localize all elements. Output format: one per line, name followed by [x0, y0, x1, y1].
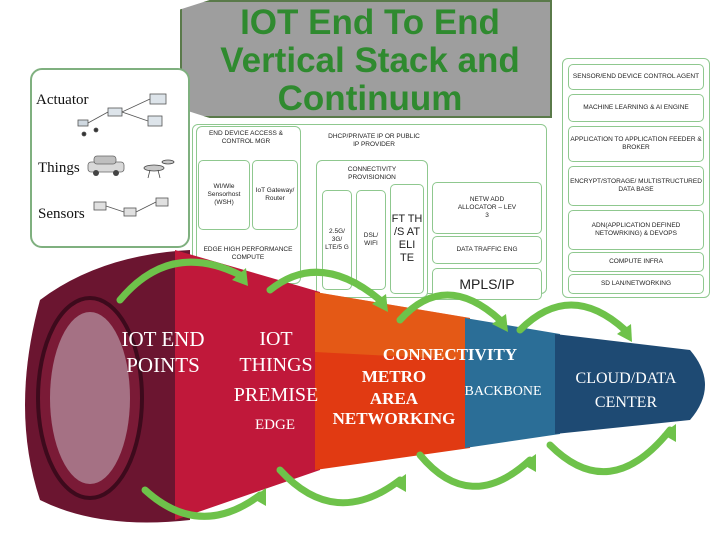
connectivity-highlight [315, 292, 470, 360]
right-item-6-label: COMPUTE INFRA [609, 258, 663, 265]
wi-wle-box: WI/Wle Sensorhost (WSH) [198, 160, 250, 230]
funnel-opening-inner [50, 312, 130, 484]
dhcp-label: DHCP/PRIVATE IP OR PUBLIC IP PROVIDER [328, 133, 420, 148]
right-item-3-label: APPLICATION TO APPLICATION FEEDER & BROK… [570, 136, 702, 151]
actuator-label: Actuator [36, 92, 89, 108]
metro-label-1: METRO [361, 367, 427, 386]
right-item-7-label: SD LAN/NETWORKING [600, 280, 672, 287]
arrow-top-3 [396, 291, 504, 324]
right-item-5-label: ADN(APPLICATION DEFINED NETOWRKING) & DE… [591, 222, 681, 237]
sensor-node-icon [93, 197, 169, 217]
arrow-top-2 [266, 268, 384, 304]
right-item-4-label: ENCRYPT/STORAGE/ MULTISTRUCTURED DATA BA… [570, 178, 702, 193]
flow-arrows [116, 258, 674, 520]
metro-label-2: AREA [369, 389, 419, 408]
ftth-box: FT TH /S AT ELI TE [390, 184, 424, 294]
mpls-label: MPLS/IP [459, 276, 515, 292]
car-icon [87, 155, 125, 176]
cloud-segment [555, 334, 705, 434]
ftth-label: FT TH /S AT ELI TE [391, 213, 423, 264]
end-device-access-label: END DEVICE ACCESS & CONTROL MGR [208, 130, 284, 145]
backbone-label: BACKBONE [464, 384, 542, 399]
right-item-1-label: SENSOR/END DEVICE CONTROL AGENT [572, 73, 700, 80]
arrow-top-1 [116, 258, 244, 304]
iot-gateway-box: IoT Gateway/ Router [252, 160, 298, 230]
arrow-bottom-3 [416, 451, 534, 490]
traffic-eng-box: DATA TRAFFIC ENG [432, 236, 542, 264]
iot-gateway-label: IoT Gateway/ Router [255, 187, 295, 202]
drone-icon [143, 159, 175, 179]
right-item-4: ENCRYPT/STORAGE/ MULTISTRUCTURED DATA BA… [568, 166, 704, 206]
premise-segment [175, 250, 320, 520]
right-item-6: COMPUTE INFRA [568, 252, 704, 272]
right-item-5: ADN(APPLICATION DEFINED NETOWRKING) & DE… [568, 210, 704, 250]
premise-label-4: EDGE [255, 417, 295, 433]
connectivity-label: CONNECTIVITY [382, 345, 518, 364]
arrow-bottom-2 [276, 466, 404, 507]
metro-label-3: NETWORKING [332, 409, 456, 428]
arrow-top-4 [516, 301, 629, 334]
title-banner [180, 0, 552, 118]
traffic-eng-label: DATA TRAFFIC ENG [456, 246, 518, 253]
right-item-1: SENSOR/END DEVICE CONTROL AGENT [568, 64, 704, 90]
cellular-label: 2.5G/ 3G/ LTE/5 G [325, 228, 349, 251]
premise-label-1: IOT [259, 328, 293, 350]
page-title: IOT End To End Vertical Stack and Contin… [220, 3, 520, 118]
right-item-2-label: MACHINE LEARNING & AI ENGINE [583, 104, 689, 111]
cloud-label-1: CLOUD/DATA [575, 370, 677, 387]
wi-wle-label: WI/Wle Sensorhost (WSH) [207, 183, 241, 206]
arrow-bottom-4 [546, 426, 674, 476]
right-item-7: SD LAN/NETWORKING [568, 274, 704, 294]
arrow-bottom-1 [141, 486, 264, 520]
connectivity-provisioning-label: CONNECTIVITY PROVISIONION [347, 166, 397, 181]
device-illustrations [77, 93, 175, 217]
network-allocator-label: NETW ADD ALLOCATOR – LEV 3 [457, 196, 517, 219]
arrow-heads [232, 268, 676, 506]
edge-compute-label: EDGE HIGH PERFORMANCE COMPUTE [203, 246, 293, 261]
actuator-device-icon [77, 93, 167, 137]
mpls-box: MPLS/IP [432, 268, 542, 300]
dsl-wifi-box: DSL/ WIFI [356, 190, 386, 290]
sensors-label: Sensors [38, 206, 85, 222]
network-allocator-box: NETW ADD ALLOCATOR – LEV 3 [432, 182, 542, 234]
premise-label-3: PREMISE [233, 384, 319, 406]
right-item-3: APPLICATION TO APPLICATION FEEDER & BROK… [568, 126, 704, 162]
right-item-2: MACHINE LEARNING & AI ENGINE [568, 94, 704, 122]
backbone-segment [465, 318, 560, 448]
dsl-wifi-label: DSL/ WIFI [363, 232, 379, 247]
cloud-label-2: CENTER [594, 394, 658, 411]
premise-label-2: THINGS [239, 354, 313, 376]
things-label: Things [38, 160, 80, 176]
endpoints-label: IOT END POINTS [121, 327, 205, 377]
